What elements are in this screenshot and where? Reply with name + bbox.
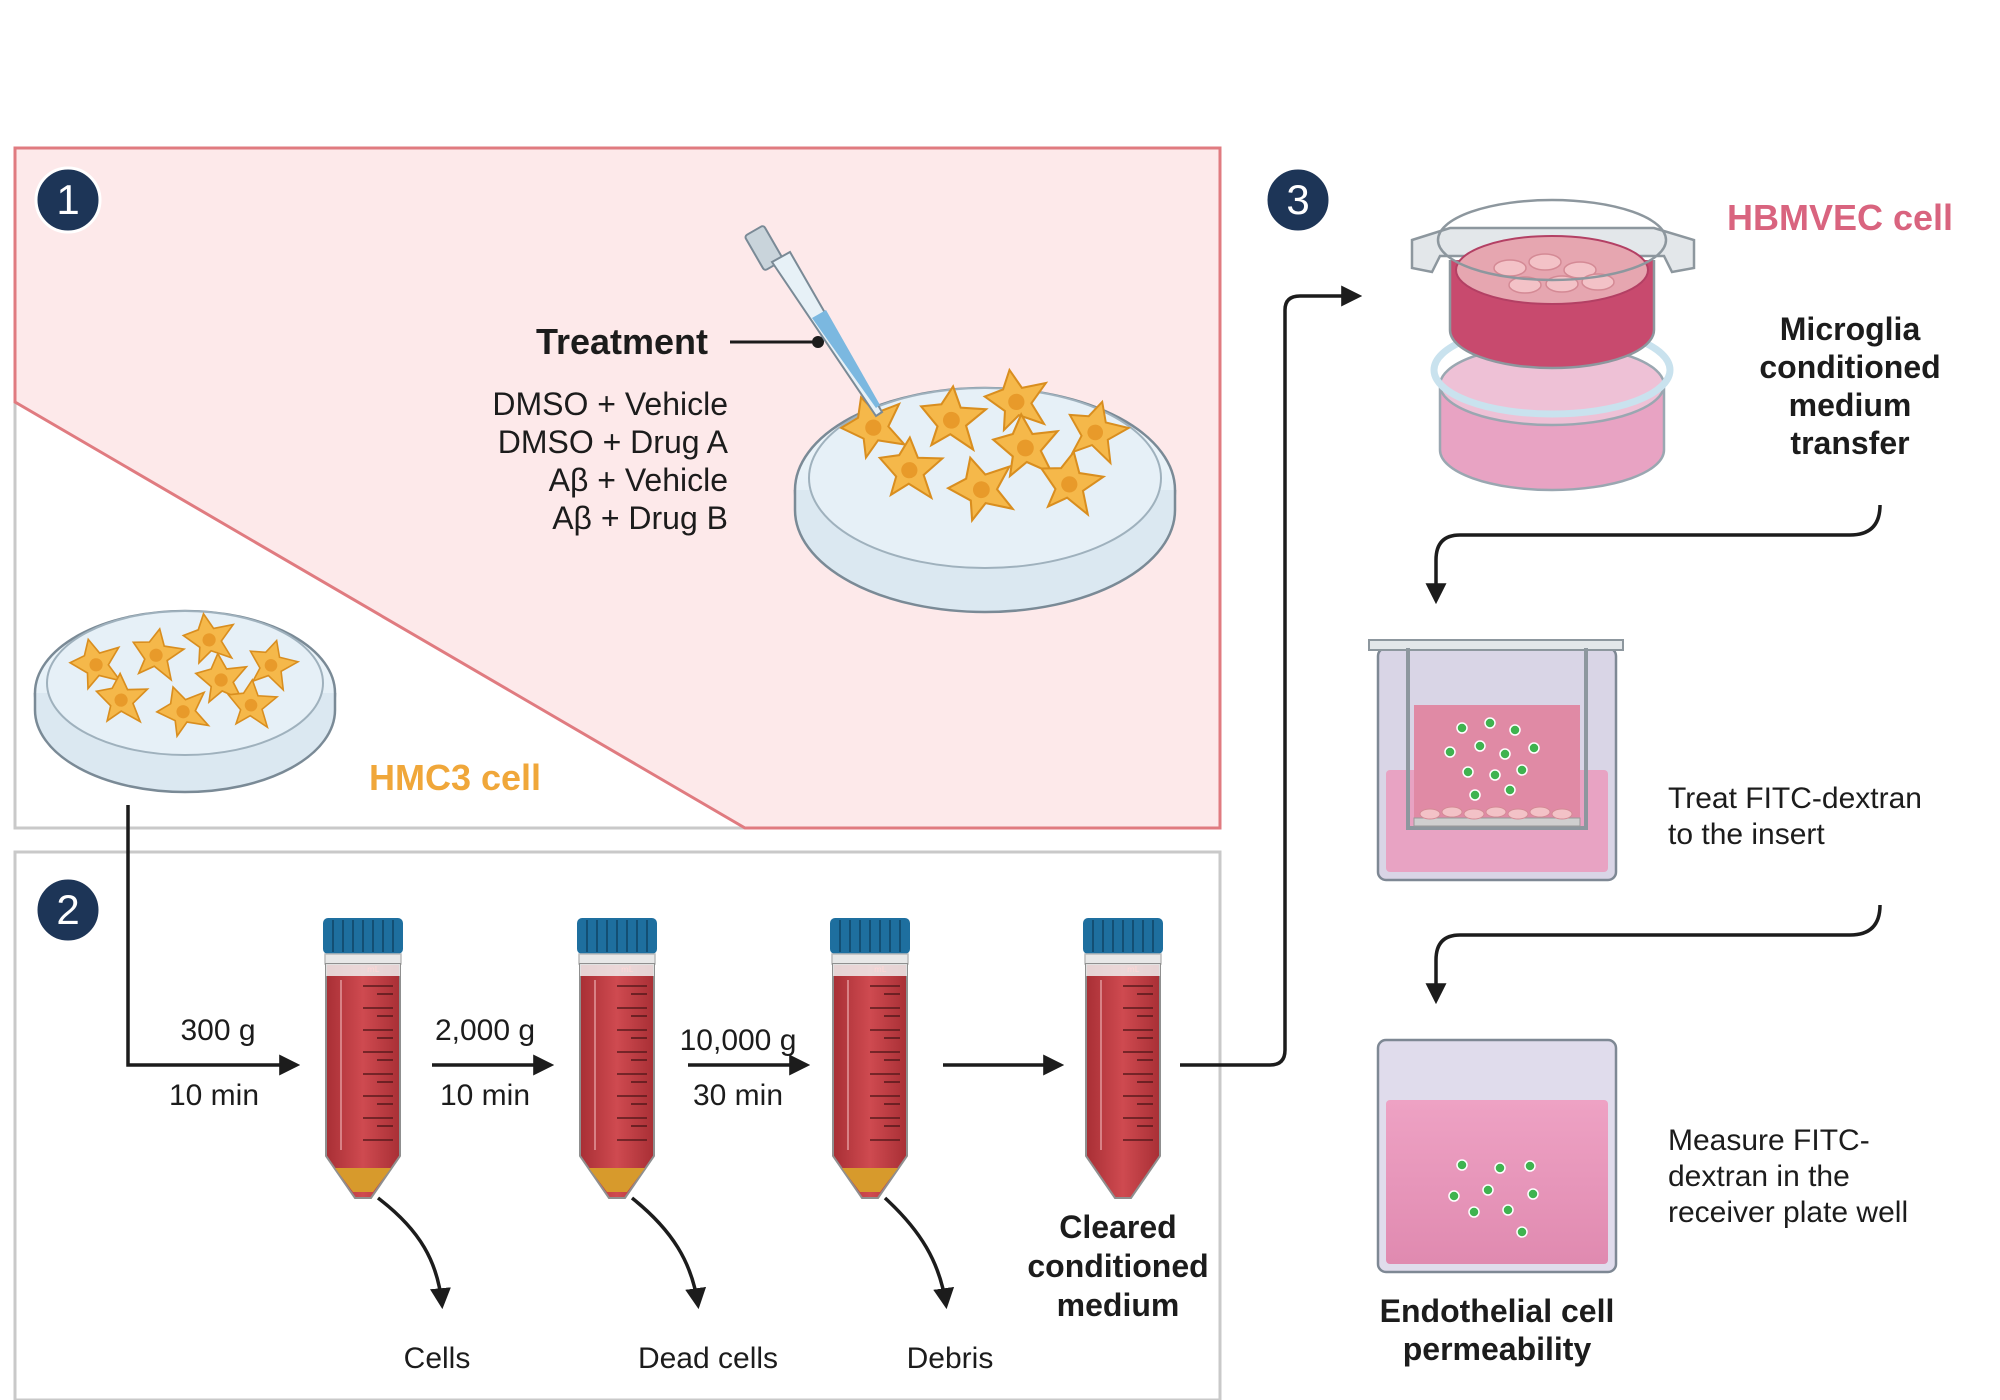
treatment-option: Aβ + Drug B	[552, 500, 728, 536]
spin-3-force: 10,000 g	[680, 1024, 797, 1057]
receiver-well-icon	[1376, 1038, 1618, 1274]
panel-2: 2 300 g 10 min 2,000 g 10 min 10,000 g 3…	[13, 285, 1363, 1400]
transfer-label: conditioned	[1759, 349, 1940, 385]
tube-unit-label: mL	[1127, 965, 1140, 974]
treatment-option: Aβ + Vehicle	[549, 462, 728, 498]
spin-1-time: 10 min	[169, 1079, 259, 1112]
treatment-option: DMSO + Vehicle	[492, 386, 728, 422]
spin-3-time: 30 min	[693, 1079, 783, 1112]
transwell-well-icon	[1410, 198, 1696, 492]
panel-1-treatment-region	[13, 146, 1222, 830]
step-3-number: 3	[1286, 176, 1309, 223]
step-1-badge	[34, 166, 102, 234]
tube-unit-label: mL	[874, 965, 887, 974]
treatment-leader-dot	[812, 336, 824, 348]
treatment-title: Treatment	[536, 321, 708, 362]
pellet-arrow	[376, 1196, 451, 1310]
transfer-label: Microglia	[1780, 311, 1921, 347]
tube-unit-label: mL	[367, 965, 380, 974]
spin-2-time: 10 min	[440, 1079, 530, 1112]
panel-3: 3 HBMVEC cell Microglia conditioned medi…	[1264, 166, 1953, 1367]
pellet-label: Debris	[907, 1342, 994, 1375]
flow-arrow	[1425, 504, 1882, 605]
panel-1: 1 Treatment DMSO + Vehicle DMSO + Drug A…	[13, 146, 1222, 830]
treated-culture-dish	[793, 365, 1177, 614]
transwell-insert-icon	[1368, 639, 1624, 882]
step-2-badge	[34, 876, 102, 944]
pellet-arrow	[630, 1196, 707, 1310]
centrifuge-tube-3: mL	[829, 917, 911, 1199]
measure-fitc-label: Measure FITC-	[1668, 1124, 1870, 1157]
tube-unit-label: mL	[621, 965, 634, 974]
hmc3-culture-dish	[33, 609, 337, 794]
hmc3-cell-label: HMC3 cell	[369, 757, 541, 798]
cleared-medium-label: conditioned	[1027, 1248, 1208, 1284]
treatment-option: DMSO + Drug A	[498, 424, 729, 460]
centrifuge-tube-2: mL	[576, 917, 658, 1199]
spin-2-force: 2,000 g	[435, 1014, 535, 1047]
pipette-icon	[744, 225, 884, 418]
pellet-label: Cells	[404, 1342, 471, 1375]
centrifuge-tube-1: mL	[322, 917, 404, 1199]
treat-fitc-label: to the insert	[1668, 818, 1825, 851]
measure-fitc-label: dextran in the	[1668, 1160, 1850, 1193]
step-2-number: 2	[56, 886, 79, 933]
step-1-number: 1	[56, 176, 79, 223]
permeability-label: permeability	[1403, 1331, 1592, 1367]
pellet-label: Dead cells	[638, 1342, 778, 1375]
transfer-arrow	[1180, 285, 1363, 1067]
flow-arrow	[1425, 904, 1882, 1005]
centrifuge-tube-4: mL	[1082, 917, 1164, 1199]
cleared-medium-label: medium	[1057, 1287, 1180, 1323]
pellet-arrow	[883, 1196, 955, 1310]
hbmvec-cell-label: HBMVEC cell	[1727, 197, 1953, 238]
transfer-label: medium	[1789, 387, 1912, 423]
permeability-label: Endothelial cell	[1380, 1293, 1615, 1329]
cleared-medium-label: Cleared	[1059, 1209, 1176, 1245]
measure-fitc-label: receiver plate well	[1668, 1196, 1908, 1229]
treat-fitc-label: Treat FITC-dextran	[1668, 782, 1922, 815]
step-3-badge	[1264, 166, 1332, 234]
spin-1-force: 300 g	[180, 1014, 255, 1047]
transfer-label: transfer	[1790, 425, 1909, 461]
flow-arrow	[126, 805, 301, 1076]
